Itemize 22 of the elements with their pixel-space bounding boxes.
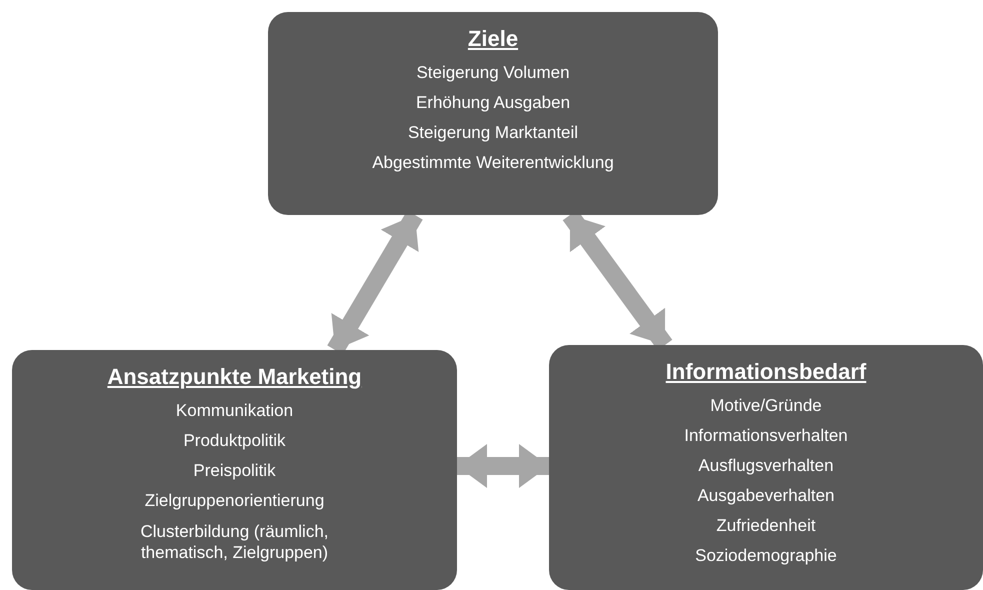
list-item: Steigerung Marktanteil [406,122,580,144]
list-item: Abgestimmte Weiterentwicklung [371,152,615,174]
rounded-box [549,345,983,590]
list-item: Erhöhung Ausgaben [414,92,572,114]
list-item: Preispolitik [192,460,277,482]
double-arrow [457,444,549,488]
box-heading: Ziele [466,26,520,52]
list-item: Zielgruppenorientierung [144,490,326,512]
list-item: Soziodemographie [694,545,838,567]
list-item: Steigerung Volumen [415,62,571,84]
list-item: Produktpolitik [182,430,287,452]
list-item: Ausgabeverhalten [696,485,836,507]
rounded-box [12,350,457,590]
list-item: Kommunikation [174,400,294,422]
box-heading: Informationsbedarf [664,359,868,385]
list-item: Informationsverhalten [683,425,849,447]
rounded-box [268,12,718,215]
box-heading: Ansatzpunkte Marketing [106,364,363,390]
list-item: Ausflugsverhalten [697,455,835,477]
list-item: Zufriedenheit [715,515,817,537]
list-item: Clusterbildung (räumlich, thematisch, Zielgruppen) [139,521,330,563]
list-item: Motive/Gründe [709,395,823,417]
